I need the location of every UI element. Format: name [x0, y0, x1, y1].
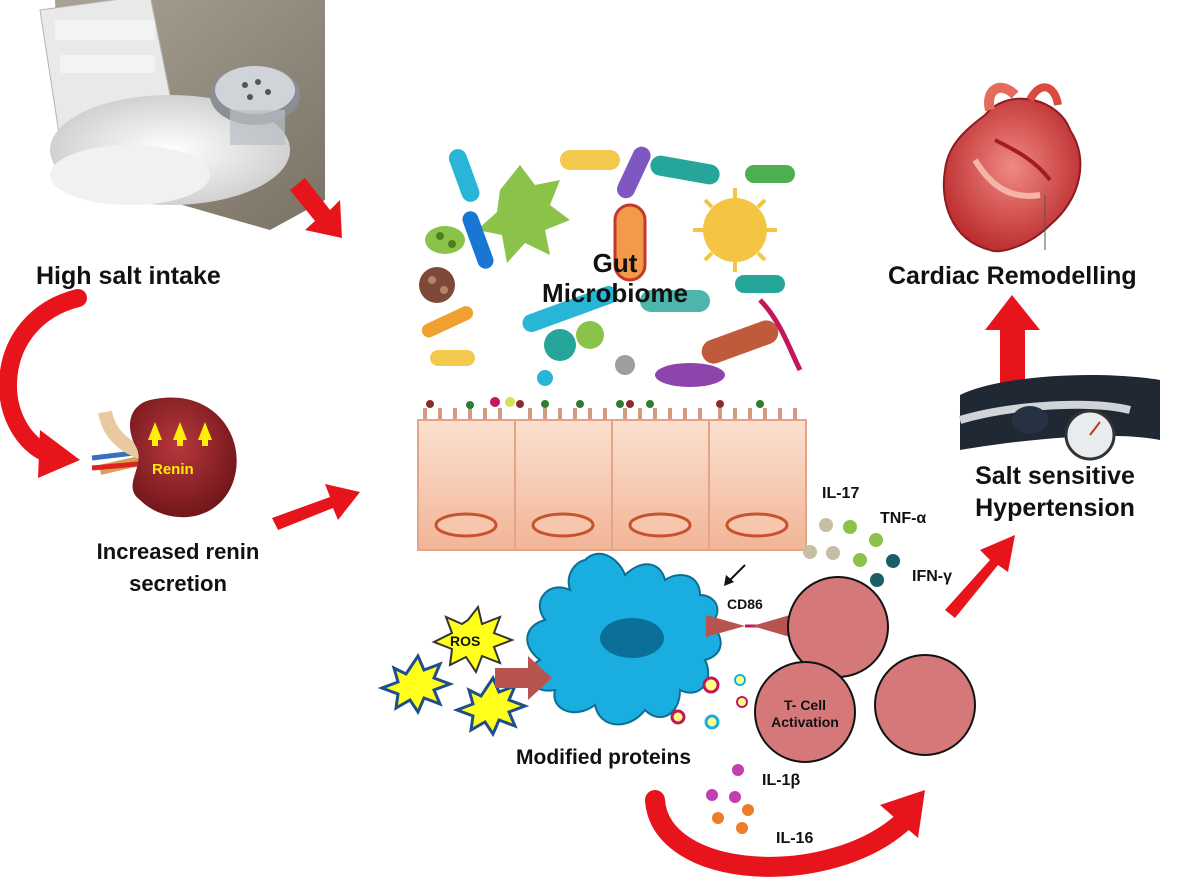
arrow-tcell-to-hypertension — [945, 535, 1015, 618]
label-gut-line1: Gut — [592, 248, 638, 278]
arrow-salt-to-gut — [290, 178, 342, 238]
label-salt-sensitive-hypertension: Salt sensitive Hypertension — [950, 460, 1160, 524]
label-t-cell-line1: T- Cell — [783, 697, 826, 713]
cd86-receptor — [706, 615, 745, 637]
small-pointer-arrow — [727, 564, 746, 583]
label-tnf-alpha: TNF-α — [880, 510, 927, 527]
arrow-proteins-to-tcell — [645, 790, 925, 877]
small-pointer-arrowhead — [724, 575, 734, 586]
label-t-cell-activation: T- Cell Activation — [755, 697, 855, 731]
arrow-salt-to-kidney — [0, 289, 87, 478]
kidney-icon — [91, 397, 237, 518]
dendritic-cell — [526, 552, 722, 726]
label-il16: IL-16 — [776, 830, 814, 847]
label-increased-renin-line1: Increased renin — [96, 539, 260, 564]
cytokine-dots-lower — [706, 764, 754, 834]
label-t-cell-line2: Activation — [771, 714, 839, 730]
arrow-hypertension-to-cardiac — [985, 295, 1040, 385]
ros-star — [431, 604, 515, 675]
t-cell-right — [874, 654, 976, 756]
label-cardiac-remodelling: Cardiac Remodelling — [888, 262, 1137, 290]
cytokine-dots-upper — [803, 518, 900, 587]
t-cell-bottom — [754, 661, 856, 763]
label-ros: ROS — [450, 633, 481, 649]
label-il17: IL-17 — [822, 485, 860, 502]
blood-pressure-monitor-icon — [958, 375, 1160, 461]
heart-icon — [942, 82, 1082, 253]
label-modified-proteins: Modified proteins — [516, 746, 691, 769]
label-gut-microbiome: Gut Microbiome — [540, 248, 690, 308]
label-cd86: CD86 — [727, 596, 763, 612]
label-increased-renin: Increased renin secretion — [78, 536, 278, 600]
salt-shaker-photo — [39, 0, 325, 230]
label-high-salt-intake: High salt intake — [36, 262, 221, 290]
label-salt-sensitive-line2: Hypertension — [975, 494, 1135, 522]
label-renin: Renin — [152, 461, 194, 478]
tcr-receptor — [752, 615, 790, 637]
arrow-ros-to-dendritic — [495, 656, 552, 700]
modified-protein-beads — [670, 674, 748, 730]
intestinal-epithelium — [417, 397, 807, 551]
label-gut-line2: Microbiome — [542, 278, 688, 308]
label-il1b: IL-1β — [762, 772, 801, 789]
yellow-star-left — [377, 652, 455, 716]
gut-microbiome-illustration — [410, 145, 805, 390]
label-salt-sensitive-line1: Salt sensitive — [975, 462, 1135, 490]
label-ifn-gamma: IFN-γ — [912, 568, 952, 585]
arrow-kidney-to-gut — [272, 484, 360, 530]
label-increased-renin-line2: secretion — [129, 571, 227, 596]
